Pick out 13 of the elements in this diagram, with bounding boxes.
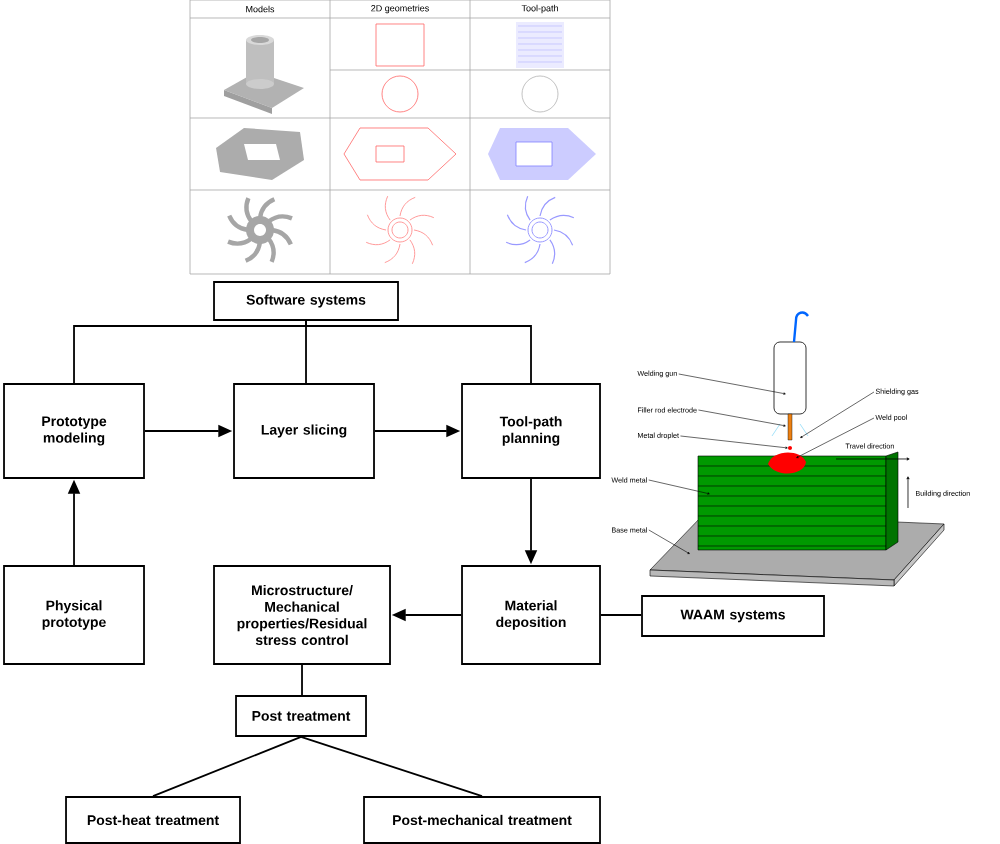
- leader-line: [680, 435, 788, 449]
- leader-line: [796, 417, 875, 458]
- leader-line: [698, 409, 786, 427]
- connector-line: [300, 736, 483, 797]
- connector-line: [73, 320, 307, 384]
- leader-line: [800, 391, 875, 438]
- connector-line: [305, 320, 532, 384]
- connector-line: [600, 614, 642, 616]
- leader-line: [648, 529, 690, 554]
- leader-line: [648, 479, 710, 495]
- leader-line: [678, 373, 786, 395]
- connector-line: [152, 736, 302, 797]
- connector-line: [301, 664, 303, 696]
